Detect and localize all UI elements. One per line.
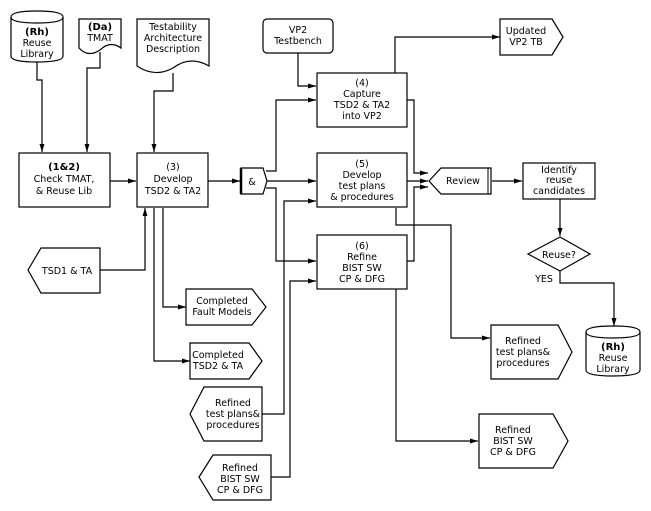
edge-reuselib-check	[36, 62, 45, 152]
output-refined-bist[interactable]: Refined BIST SW CP & DFG	[478, 413, 569, 469]
node-label: BIST SW	[220, 474, 260, 485]
node-label: CP & DFG	[490, 447, 536, 458]
edge-capture-review	[407, 99, 428, 176]
node-label: Refined	[505, 336, 541, 347]
node-label: (6)	[355, 241, 368, 252]
process-check-tmat[interactable]: (1&2) Check TMAT, & Reuse Lib	[18, 152, 111, 208]
connectors	[36, 34, 617, 478]
decision-reuse[interactable]: Reuse?	[526, 236, 592, 272]
node-label: (Rh)	[601, 342, 625, 353]
node-label: Library	[20, 49, 54, 60]
terminal-vp2-testbench[interactable]: VP2 Testbench	[262, 18, 334, 54]
node-label: Completed	[196, 296, 248, 307]
process-refine-bist[interactable]: (6) Refine BIST SW CP & DFG	[316, 234, 408, 290]
node-label: & Reuse Lib	[36, 186, 92, 197]
node-label: Capture	[343, 89, 381, 100]
node-label: Refine	[347, 252, 377, 263]
node-label: test plans&	[496, 347, 551, 358]
node-label: test plans&	[206, 409, 261, 420]
node-label: Description	[146, 44, 200, 55]
node-label: Updated	[506, 26, 546, 37]
node-label: into VP2	[342, 111, 382, 122]
node-label: Reuse	[599, 353, 628, 364]
process-develop-tsd2[interactable]: (3) Develop TSD2 & TA2	[136, 152, 209, 208]
process-identify-reuse[interactable]: Identify reuse candidates	[522, 162, 596, 200]
node-label: (1&2)	[48, 162, 80, 173]
process-develop-test-plans[interactable]: (5) Develop test plans & procedures	[316, 152, 408, 208]
edge-tsd1-develop	[100, 208, 148, 271]
node-label: CP & DFG	[339, 274, 385, 285]
edge-refine-bistout	[395, 289, 478, 444]
output-completed-fault-models[interactable]: Completed Fault Models	[185, 288, 267, 326]
node-label: VP2 TB	[509, 37, 543, 48]
edge-and-refine	[266, 187, 316, 264]
node-label: Reuse?	[542, 250, 576, 261]
yes-label: YES	[534, 274, 553, 285]
node-label: CP & DFG	[217, 485, 263, 496]
node-label: & procedures	[330, 192, 394, 203]
node-label: Develop	[153, 174, 192, 185]
datastore-reuse-library-bottom[interactable]: (Rh) Reuse Library	[585, 325, 641, 377]
node-label: TSD2 & TA2	[333, 100, 390, 111]
edge-vp2-capture	[297, 52, 316, 89]
node-label: procedures	[206, 420, 259, 431]
node-label: TMAT	[86, 33, 113, 44]
node-label: BIST SW	[342, 263, 382, 274]
node-label: Refined	[495, 425, 531, 436]
junction-review[interactable]: Review	[428, 167, 492, 195]
datastore-reuse-library-top[interactable]: (Rh) Reuse Library	[10, 10, 64, 63]
node-label: VP2	[289, 25, 307, 36]
node-label: Review	[446, 176, 480, 187]
node-label: test plans	[339, 181, 386, 192]
output-completed-tsd2-ta[interactable]: Completed TSD2 & TA	[189, 342, 263, 380]
node-label: Reuse	[23, 38, 52, 49]
edge-develop-tsd2	[153, 208, 190, 364]
node-label: (5)	[355, 159, 368, 170]
document-tmat[interactable]: (Da) TMAT	[78, 18, 122, 55]
node-label: &	[248, 177, 256, 188]
edge-testplans-refinedout	[395, 208, 490, 341]
node-label: (3)	[166, 162, 179, 173]
node-label: (Rh)	[25, 27, 49, 38]
node-label: Testbench	[273, 36, 322, 47]
edge-bistin-refine	[270, 278, 316, 478]
process-capture-tsd2[interactable]: (4) Capture TSD2 & TA2 into VP2	[316, 72, 408, 128]
node-label: BIST SW	[493, 436, 533, 447]
edge-testability-develop	[151, 73, 174, 152]
document-testability-architecture[interactable]: Testability Architecture Description	[136, 18, 210, 74]
node-label: Refined	[215, 398, 251, 409]
edge-refinedin-testplans	[262, 198, 316, 415]
node-label: candidates	[533, 186, 585, 197]
node-label: TSD1 & TA	[41, 266, 93, 277]
edge-and-capture	[266, 97, 316, 172]
node-label: Testability	[148, 22, 197, 33]
edge-refine-review	[407, 184, 428, 262]
output-updated-vp2-tb[interactable]: Updated VP2 TB	[499, 18, 564, 56]
node-label: (4)	[355, 78, 368, 89]
node-label: (Da)	[88, 22, 112, 33]
edge-decision-reuselib	[559, 271, 617, 326]
node-label: reuse	[546, 175, 573, 186]
node-label: Fault Models	[192, 307, 251, 318]
edge-develop-faultmodels	[162, 208, 186, 310]
node-label: procedures	[496, 358, 549, 369]
input-tsd1-ta[interactable]: TSD1 & TA	[27, 247, 101, 294]
edge-tmat-check	[84, 52, 101, 152]
edge-capture-updated	[394, 34, 500, 73]
node-label: Library	[596, 364, 630, 375]
node-label: Develop	[342, 170, 381, 181]
output-refined-test-plans[interactable]: Refined test plans& procedures	[490, 324, 573, 380]
node-label: Architecture	[144, 33, 202, 44]
node-label: TSD2 & TA2	[144, 186, 201, 197]
junction-and[interactable]: &	[239, 167, 268, 195]
node-label: Check TMAT,	[34, 174, 95, 185]
node-label: TSD2 & TA	[192, 361, 244, 372]
input-refined-bist[interactable]: Refined BIST SW CP & DFG	[198, 454, 272, 501]
node-label: Completed	[192, 350, 244, 361]
node-label: Identify	[541, 165, 577, 176]
input-refined-test-plans[interactable]: Refined test plans& procedures	[189, 386, 263, 442]
node-label: Refined	[222, 463, 258, 474]
